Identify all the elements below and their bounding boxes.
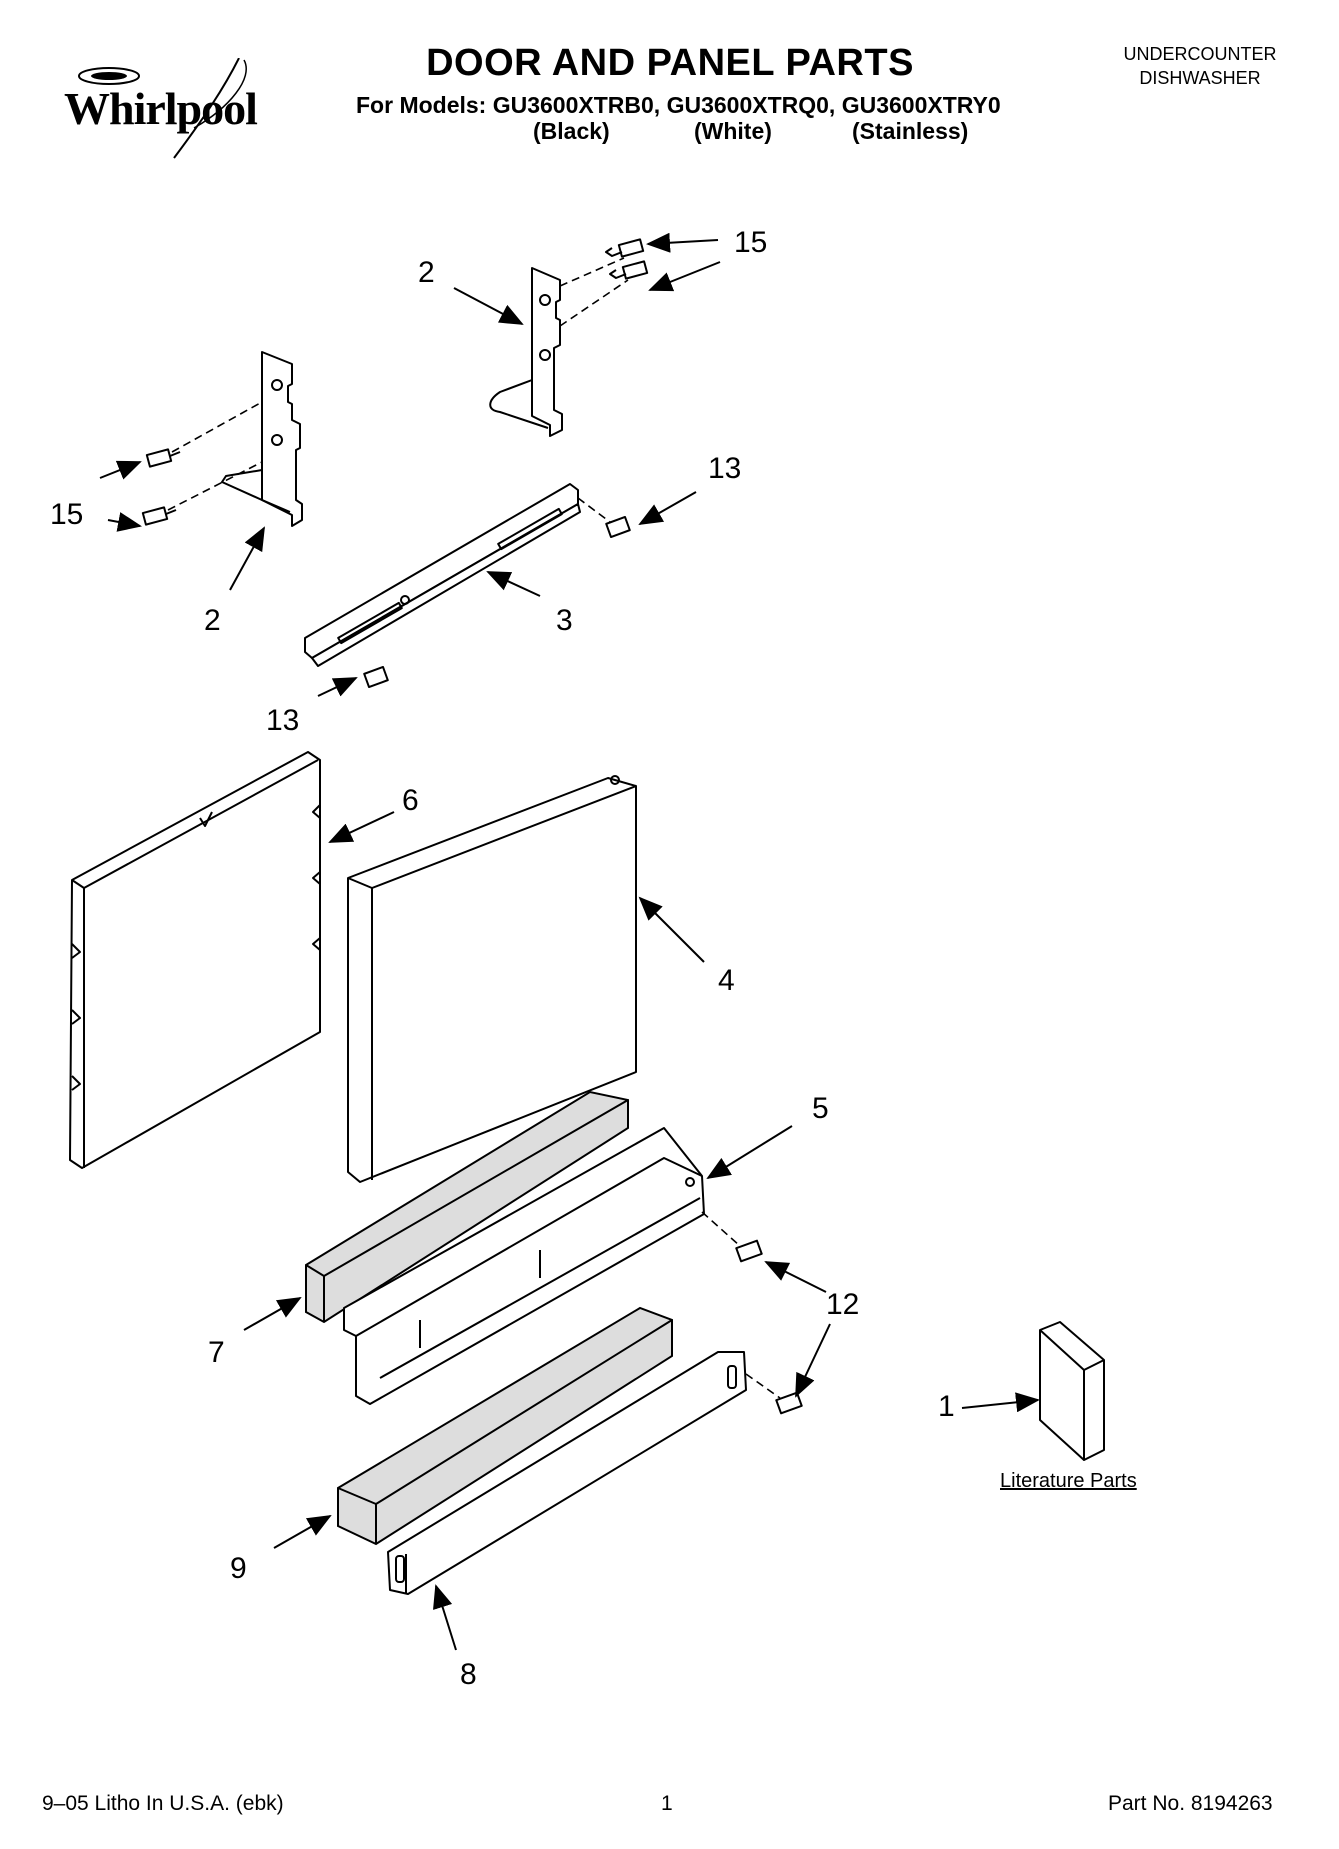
callout-9: 9 xyxy=(230,1552,247,1585)
part-7-foam-strip-upper xyxy=(305,1090,629,1324)
callout-4: 4 xyxy=(718,964,735,997)
part-15-screw-left-b xyxy=(141,506,177,526)
callout-15: 15 xyxy=(50,498,84,531)
brand-logo: Whirlpool xyxy=(54,58,284,168)
callout-5: 5 xyxy=(812,1092,829,1125)
part-3-mounting-strip xyxy=(304,483,581,667)
part-8-toe-panel xyxy=(387,1351,747,1595)
callout-15: 15 xyxy=(734,226,768,259)
part-6-inner-panel xyxy=(69,751,321,1169)
callout-8: 8 xyxy=(460,1658,477,1691)
variant-stainless: (Stainless) xyxy=(852,118,969,144)
callout-13: 13 xyxy=(708,452,742,485)
callout-13: 13 xyxy=(266,704,300,737)
model-list: For Models: GU3600XTRB0, GU3600XTRQ0, GU… xyxy=(356,92,1001,118)
part-15-screw-upper-b xyxy=(609,260,649,280)
part-15-screw-upper-a xyxy=(605,238,645,258)
part-15-screw-left-a xyxy=(145,448,181,468)
swirl-icon xyxy=(78,58,247,159)
brand-name: Whirlpool xyxy=(64,83,258,134)
appliance-type-line2: DISHWASHER xyxy=(1139,68,1261,88)
part-13-screw-left xyxy=(363,666,389,688)
part-2-hinge-bracket-left xyxy=(221,351,303,527)
callout-2: 2 xyxy=(204,604,221,637)
footer-page-number: 1 xyxy=(661,1792,673,1815)
part-1-literature-booklet xyxy=(1039,1321,1105,1461)
callout-12: 12 xyxy=(826,1288,860,1321)
callout-6: 6 xyxy=(402,784,419,817)
part-4-door-panel xyxy=(347,775,637,1183)
part-12-screw-lower xyxy=(775,1391,803,1415)
callout-2: 2 xyxy=(418,256,435,289)
callout-7: 7 xyxy=(208,1336,225,1369)
part-12-screw-upper xyxy=(735,1239,763,1263)
part-13-screw-right xyxy=(605,516,631,538)
page-title: DOOR AND PANEL PARTS xyxy=(426,42,914,84)
variant-white: (White) xyxy=(694,118,772,144)
callout-1: 1 xyxy=(938,1390,955,1423)
part-5-kick-bracket xyxy=(343,1127,705,1405)
part-2-hinge-bracket-right xyxy=(489,267,563,437)
appliance-type-line1: UNDERCOUNTER xyxy=(1123,44,1277,64)
footer-part-number: Part No. 8194263 xyxy=(1108,1792,1273,1815)
part-9-foam-strip-lower xyxy=(337,1306,673,1546)
callout-3: 3 xyxy=(556,604,573,637)
variant-black: (Black) xyxy=(533,118,610,144)
footer-print-info: 9–05 Litho In U.S.A. (ebk) xyxy=(42,1792,284,1815)
literature-parts-label: Literature Parts xyxy=(1000,1470,1137,1492)
